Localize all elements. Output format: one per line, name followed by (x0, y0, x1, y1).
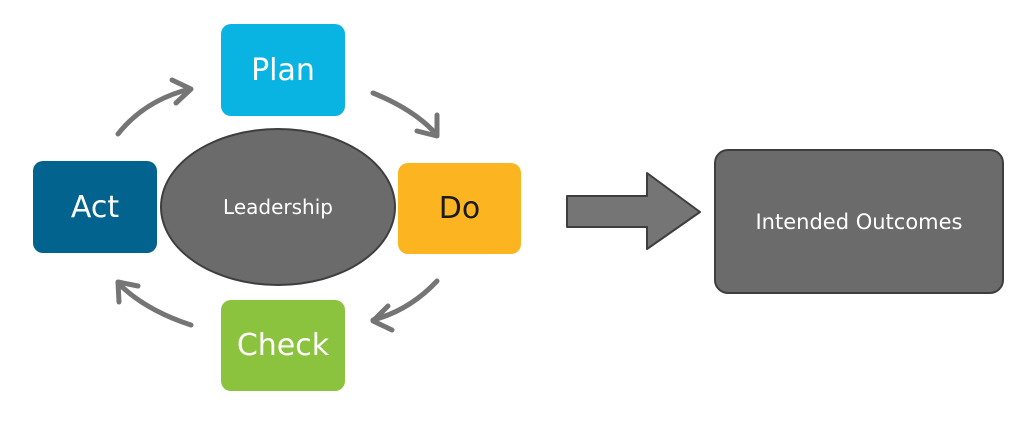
do-label: Do (438, 191, 481, 226)
arrow-check-to-act (115, 280, 194, 328)
check-box: Check (221, 300, 345, 391)
arrow-act-to-plan (115, 86, 193, 137)
arrow-plan-to-do (370, 90, 440, 138)
plan-label: Plan (251, 52, 315, 88)
leadership-ellipse: Leadership (160, 128, 396, 286)
plan-box: Plan (221, 24, 345, 116)
leadership-label: Leadership (223, 195, 333, 219)
arrowhead-plan-to-do (414, 112, 440, 139)
block-arrow-to-outcomes (566, 172, 701, 250)
check-label: Check (236, 328, 330, 363)
arrowhead-act-to-plan (169, 77, 194, 106)
do-box: Do (398, 163, 521, 254)
act-box: Act (33, 161, 157, 253)
arrow-do-to-check (370, 278, 440, 323)
arrowhead-check-to-act (115, 279, 141, 305)
intended-outcomes-box: Intended Outcomes (714, 149, 1004, 294)
intended-outcomes-label: Intended Outcomes (755, 209, 963, 234)
arrowhead-do-to-check (370, 303, 395, 333)
act-label: Act (70, 189, 120, 225)
